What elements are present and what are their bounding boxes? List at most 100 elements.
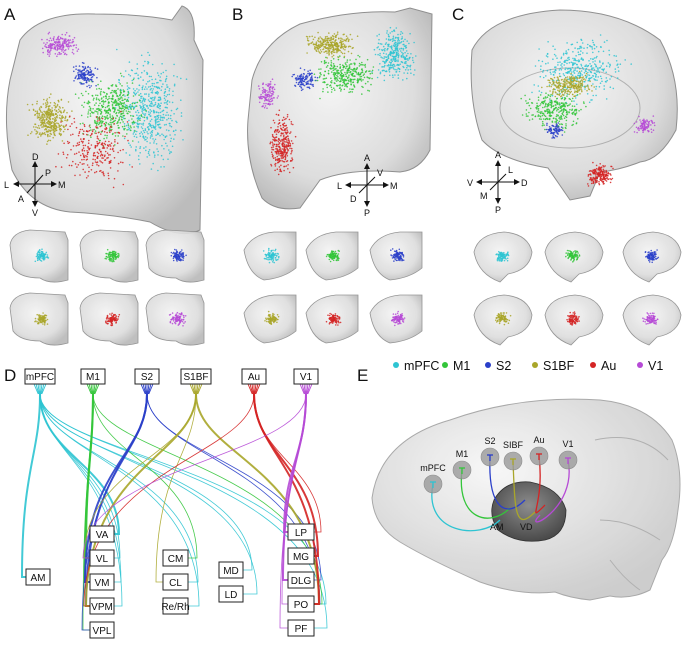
nucleus-box-label: DLG (291, 576, 312, 587)
area-node-label: Au (533, 435, 544, 445)
compass-b-diag-up: V (377, 168, 383, 178)
small-brain-S1BF (473, 294, 533, 346)
compass-c-down: P (495, 205, 501, 215)
legend-item-mPFC: mPFC (393, 359, 439, 373)
compass-b-right: M (390, 181, 398, 191)
projection-lines (20, 383, 328, 631)
compass-c-left: V (467, 178, 473, 188)
panel-b-brain (247, 7, 433, 210)
small-brain-S1BF (9, 292, 69, 346)
cortex-box-V1: V1 (293, 368, 319, 385)
small-dots (170, 248, 187, 262)
V1-dots (257, 78, 280, 109)
small-brain-mPFC (243, 231, 297, 281)
panel-label-b: B (232, 5, 243, 24)
compass-b-diag-down: D (350, 194, 357, 204)
cortex-box-M1: M1 (80, 368, 106, 385)
legend-swatch (590, 362, 596, 368)
nucleus-box-CL: CL (162, 573, 189, 591)
nucleus-box-label: MD (223, 566, 239, 577)
legend-label: M1 (453, 359, 470, 373)
cortex-box-label: mPFC (26, 372, 54, 383)
nucleus-box-CM: CM (162, 549, 189, 567)
nucleus-box-PF: PF (287, 619, 315, 637)
small-brain-Au (305, 294, 359, 344)
nucleus-box-label: VPL (93, 626, 112, 637)
legend-item-Au: Au (590, 359, 616, 373)
small-brain-M1 (544, 231, 604, 283)
small-dots (565, 249, 581, 263)
area-node-label: mPFC (420, 463, 446, 473)
cortex-box-label: S1BF (183, 372, 208, 383)
small-dots (325, 249, 340, 263)
nucleus-box-label: CL (169, 578, 182, 589)
nucleus-box-label: VPM (91, 602, 113, 613)
cortex-box-label: M1 (86, 372, 100, 383)
S2-dots (545, 122, 564, 139)
legend-swatch (485, 362, 491, 368)
nucleus-box-VPL: VPL (89, 621, 115, 639)
compass-a-right: M (58, 180, 66, 190)
panel-a-brain (5, 5, 204, 235)
panel-a-projection-dots (26, 31, 188, 189)
cortex-box-label: S2 (141, 372, 154, 383)
mPFC-dots (114, 48, 188, 172)
nucleus-box-MD: MD (218, 561, 244, 579)
cortex-box-Au: Au (241, 368, 267, 385)
compass-c-diag-down: M (480, 191, 488, 201)
compass-a-diag-up: P (45, 168, 51, 178)
small-brain-V1 (145, 292, 205, 346)
small-dots (644, 249, 660, 264)
small-dots (495, 250, 510, 262)
thalamus-model (491, 481, 567, 542)
thalamus-label-vd: VD (520, 522, 533, 532)
nucleus-box-label: PO (294, 600, 309, 611)
compass-a-up: D (32, 152, 39, 162)
V1-dots (633, 115, 656, 134)
M1-dots (74, 72, 147, 147)
S1BF-dots (541, 70, 595, 98)
S2-dots (291, 67, 319, 92)
legend-swatch (637, 362, 643, 368)
compass-a-down: V (32, 208, 38, 218)
small-brain-mPFC (473, 231, 533, 283)
area-node-S1BF: SIBF (503, 440, 536, 520)
panel-label-c: C (452, 5, 464, 24)
compass-a-diag-down: A (18, 194, 24, 204)
S2-dots (72, 61, 99, 89)
compass-b (345, 163, 389, 207)
panel-c-projection-dots (520, 34, 656, 187)
Au-dots (269, 109, 297, 176)
thalamus-label-am: AM (490, 522, 504, 532)
area-node-S2: S2 (480, 436, 526, 510)
nucleus-box-Re-Rh: Re/Rh (161, 597, 190, 615)
nucleus-box-label: MG (293, 552, 309, 563)
small-brain-V1 (622, 294, 682, 346)
small-brain-M1 (305, 231, 359, 281)
nucleus-box-AM: AM (25, 568, 51, 586)
nucleus-box-label: VM (95, 578, 110, 589)
cortex-box-label: V1 (300, 372, 313, 383)
small-dots (264, 310, 280, 325)
compass-c-right: D (521, 178, 528, 188)
small-brain-Au (79, 292, 139, 346)
cortex-box-S1BF: S1BF (180, 368, 212, 385)
compass-c (476, 160, 520, 204)
V1-dots (41, 31, 80, 58)
M1-dots (313, 54, 375, 100)
small-dots (566, 311, 580, 326)
cortical-area-boxes: mPFC M1 S2 S1BF Au V1 (24, 368, 319, 385)
nucleus-box-VM: VM (89, 573, 115, 591)
panel-label-e: E (357, 366, 368, 385)
nucleus-box-label: PF (295, 624, 308, 635)
area-node-label: SIBF (503, 440, 524, 450)
small-brain-V1 (369, 294, 423, 344)
panel-c-brain (470, 9, 678, 201)
compass-a (13, 161, 57, 207)
area-node-label: M1 (456, 449, 469, 459)
legend-swatch (442, 362, 448, 368)
small-brain-grid (9, 229, 682, 346)
